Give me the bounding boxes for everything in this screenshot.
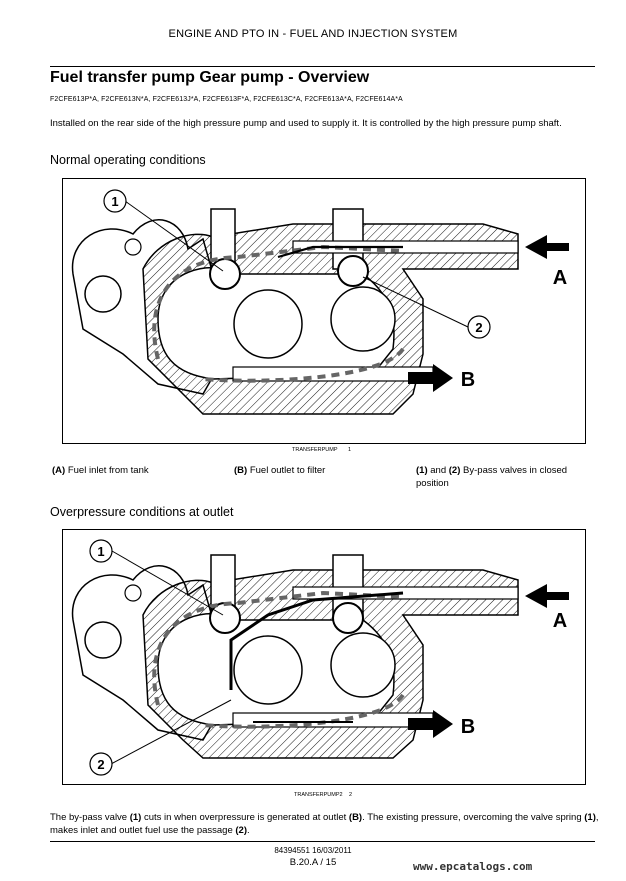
fuel-flow-path [152,244,405,383]
label-a: A [553,610,567,632]
bolt-hole-left [84,275,122,313]
caption-a-key: (A) [52,465,66,476]
label-b: B [461,369,475,391]
figure-transferpump2: 1 2 A B [62,529,586,785]
bypass-valve-2 [337,255,369,287]
para-text-1: The by-pass valve [50,812,130,823]
callout-line-1 [111,550,224,616]
header-rule [50,66,595,67]
pump-diagram-overpressure: 1 2 A B [71,539,569,776]
website-watermark: www.epcatalogs.com [413,860,533,873]
footer-rule [50,841,595,842]
callout-circle-1 [89,539,113,563]
figure-transferpump: 1 2 A B [62,178,586,444]
para-ref-1: (1) [129,812,142,823]
callout-line-1 [124,200,224,272]
callout-circle-2 [89,752,113,776]
section-heading-normal: Normal operating conditions [50,153,206,167]
para-ref-b: (B) [348,812,363,823]
inlet-arrow-a [525,235,569,259]
figure-label-2: TRANSFERPUMP2 [294,792,343,798]
callout-line-2 [362,276,469,328]
inlet-flow-line [277,245,403,259]
callout-circle-2 [467,315,491,339]
callout-line-2 [110,699,232,765]
outlet-arrow-b [408,364,453,392]
intro-text: Installed on the rear side of the high p… [50,118,562,129]
page-title: Fuel transfer pump Gear pump - Overview [50,69,370,86]
callout-2: 2 [475,320,482,335]
figure-label-1: TRANSFERPUMP [292,447,338,453]
fuel-flow-path [152,590,405,729]
caption-a-text: Fuel inlet from tank [65,465,149,476]
gear-drive [233,635,303,705]
para-text-5: . [247,825,250,836]
explanation-paragraph: The by-pass valve (1) cuts in when overp… [50,811,600,837]
callout-1: 1 [111,194,118,209]
outlet-arrow-b [408,710,453,738]
pump-diagram-normal: 1 2 A B [71,189,569,415]
caption-valves: (1) and (2) By-pass valves in closed pos… [416,464,596,490]
caption-valves-text: By-pass valves in closed position [416,465,568,489]
bypass-flow-line [229,591,404,690]
gear-driven [330,632,396,698]
section-heading-overpressure: Overpressure conditions at outlet [50,505,234,519]
para-text-2: cuts in when overpressure is generated a… [141,812,349,823]
bolt-hole-top [124,584,142,602]
label-b: B [461,716,475,738]
bolt-hole-left [84,621,122,659]
para-ref-2: (2) [235,825,247,836]
bolt-hole-top [124,238,142,256]
figure-number-2: 2 [349,792,353,798]
caption-b-key: (B) [234,465,248,476]
model-codes: F2CFE613P*A, F2CFE613N*A, F2CFE613J*A, F… [50,96,403,103]
figure-number-1: 1 [348,447,352,453]
callout-2: 2 [97,757,104,772]
callout-1: 1 [97,544,104,559]
para-text-4: , makes inlet and outlet fuel use the pa… [50,812,599,836]
bypass-valve-1 [209,258,241,290]
caption-b: (B) Fuel outlet to filter [234,464,404,477]
label-a: A [553,267,567,289]
caption-a: (A) Fuel inlet from tank [52,464,222,477]
para-ref-1b: (1) [584,812,596,823]
bypass-valve-2 [332,602,364,634]
caption-valves-key1: (1) [416,465,428,476]
page-number: B.20.A / 15 [289,857,337,868]
caption-valves-mid: and [427,465,449,476]
running-header: ENGINE AND PTO IN - FUEL AND INJECTION S… [168,28,458,40]
callout-circle-1 [103,189,127,213]
inlet-arrow-a [525,584,569,608]
gear-drive [233,289,303,359]
doc-number: 84394551 16/03/2011 [274,846,352,855]
caption-valves-key2: (2) [448,465,461,476]
gear-driven [330,286,396,352]
caption-b-text: Fuel outlet to filter [247,465,326,476]
para-text-3: . The existing pressure, overcoming the … [362,812,585,823]
